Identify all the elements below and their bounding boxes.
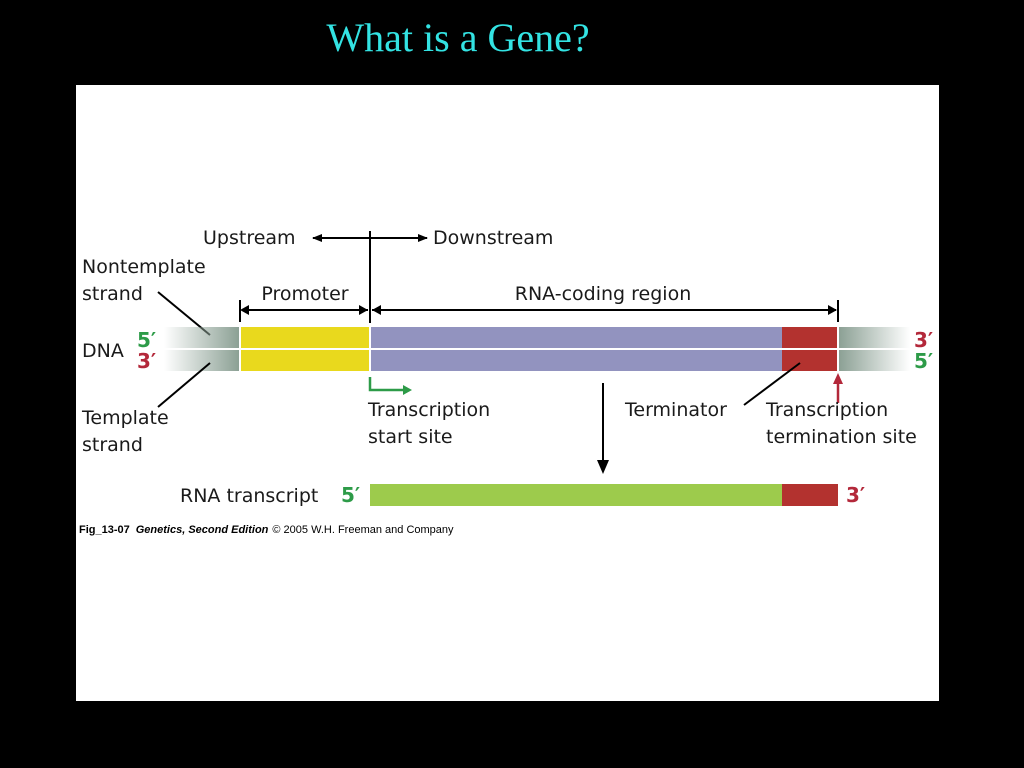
dna-label: DNA: [82, 340, 124, 362]
template-label-line1: Template: [81, 407, 169, 429]
nontemplate-label-line2: strand: [82, 283, 143, 305]
dna-double-strand: [164, 327, 910, 371]
coding-arrowhead-right: [828, 305, 837, 315]
template-pointer: [157, 362, 211, 408]
start-site-label-line2: start site: [368, 426, 453, 448]
slide-title: What is a Gene?: [326, 15, 590, 60]
termination-site-arrowhead: [833, 373, 843, 384]
promoter-arrowhead-right: [359, 305, 368, 315]
promoter-arrowhead-left: [240, 305, 249, 315]
terminator-label: Terminator: [624, 399, 727, 421]
caption-rest: © 2005 W.H. Freeman and Company: [272, 524, 454, 536]
dna-left-bottom-end: 3′: [137, 349, 156, 373]
dna-right-top-end: 3′: [914, 328, 933, 352]
rna-five-prime-end: 5′: [341, 483, 360, 507]
downstream-label: Downstream: [433, 227, 553, 249]
termination-site-label-line1: Transcription: [765, 399, 888, 421]
dna-left-top-end: 5′: [137, 328, 156, 352]
start-site-arrow: [368, 377, 406, 392]
promoter-label: Promoter: [261, 283, 348, 305]
rna-coding-region-label: RNA-coding region: [515, 283, 692, 305]
terminator-pointer: [743, 362, 801, 406]
figure-panel: Upstream Downstream Nontemplate strand P…: [76, 85, 939, 701]
termination-site-label-line2: termination site: [766, 426, 917, 448]
caption-book: Genetics, Second Edition: [136, 524, 269, 536]
coding-arrowhead-left: [372, 305, 381, 315]
start-site-label-line1: Transcription: [367, 399, 490, 421]
template-label-line2: strand: [82, 434, 143, 456]
start-site-arrowhead: [403, 385, 412, 395]
rna-three-prime-end: 3′: [846, 483, 865, 507]
upstream-label: Upstream: [203, 227, 296, 249]
rna-terminator-segment: [782, 484, 838, 506]
caption-fig: Fig_13-07: [79, 524, 130, 536]
dna-right-bottom-end: 5′: [914, 349, 933, 373]
transcription-arrowhead: [597, 460, 609, 474]
rna-coding-segment: [370, 484, 782, 506]
figure-caption: Fig_13-07 Genetics, Second Edition© 2005 …: [79, 524, 454, 536]
gene-diagram: Upstream Downstream Nontemplate strand P…: [79, 227, 933, 536]
nontemplate-label-line1: Nontemplate: [82, 256, 206, 278]
rna-transcript-label: RNA transcript: [180, 485, 318, 507]
